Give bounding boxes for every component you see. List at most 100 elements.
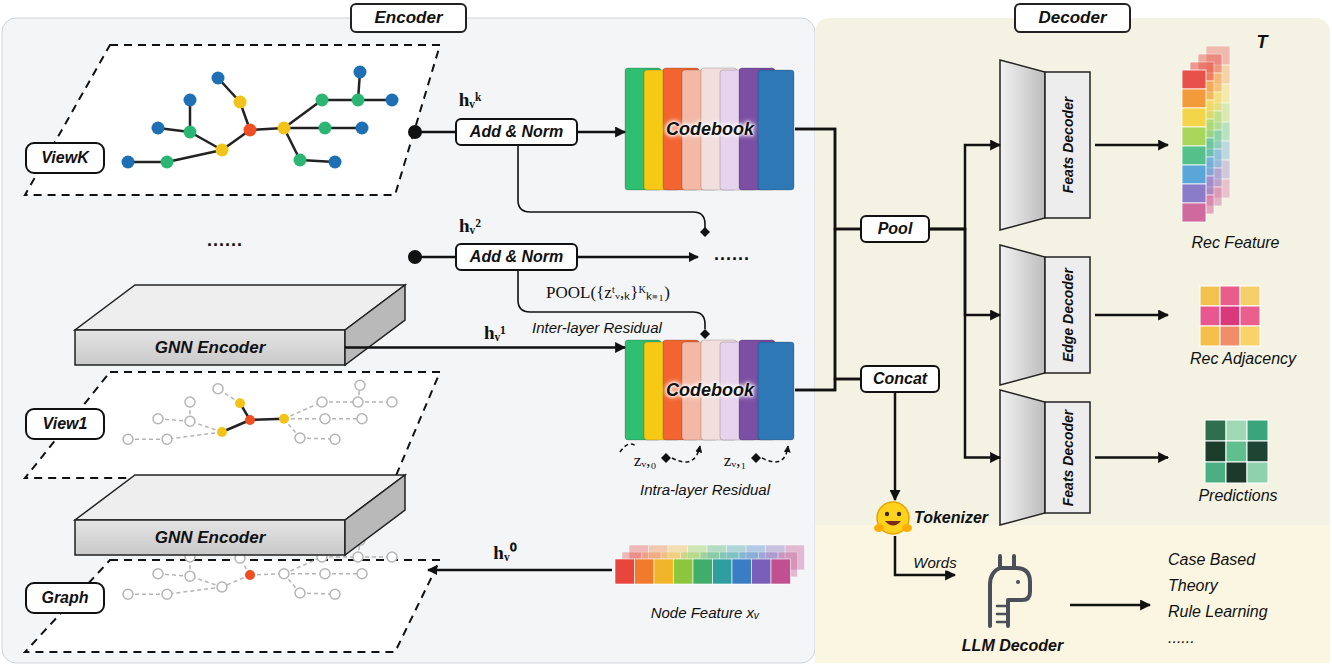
graph-edge [250, 419, 284, 420]
output-figure: Rec Adjacency [1168, 280, 1318, 368]
graph-node [245, 570, 255, 580]
view-name: ViewK [41, 149, 88, 167]
feature-cell [1182, 184, 1206, 203]
feature-cell [713, 559, 733, 584]
graph-node [184, 94, 197, 107]
adjacency-cell [1200, 306, 1220, 326]
prediction-cell [1205, 441, 1226, 462]
feature-cell [1182, 146, 1206, 165]
process-box: Add & Norm [455, 243, 578, 271]
decoder-label: Feats Decoder [1060, 97, 1076, 193]
connector [1095, 456, 1168, 459]
feature-cell [1182, 108, 1206, 127]
graph-node [352, 94, 365, 107]
graph-edge [284, 573, 325, 575]
decoder-face [1045, 257, 1090, 373]
intra-residual [620, 444, 636, 452]
graph-node [330, 434, 340, 444]
graph-node [353, 397, 363, 407]
codebook: Codebook [625, 68, 795, 190]
graph-node [235, 398, 245, 408]
gnn-encoder: GNN Encoder [75, 330, 345, 365]
graph-node [387, 552, 397, 562]
graph-node [152, 122, 165, 135]
task-item: ...... [1168, 625, 1195, 651]
graph-node [317, 397, 327, 407]
graph-node [212, 72, 225, 85]
feature-cell [693, 559, 713, 584]
feature-cell [732, 559, 752, 584]
graph-node [320, 414, 330, 424]
llama-eye [1016, 580, 1020, 584]
graph-node [217, 427, 227, 437]
decoder-shapes [1000, 60, 1090, 525]
feature-cell [635, 559, 655, 584]
graph-node [357, 414, 367, 424]
wire [420, 131, 455, 134]
connector [1095, 314, 1168, 317]
llama-stripes [997, 606, 1006, 622]
output-figure: Predictions [1168, 415, 1308, 505]
graph-node [320, 569, 330, 579]
graph-node [153, 414, 163, 424]
connector [1070, 604, 1150, 607]
feature-cell [615, 559, 635, 584]
graph-node [295, 588, 305, 598]
llm-decoder: LLM Decoder [955, 555, 1070, 655]
graph-node [162, 589, 172, 599]
adjacency-cell [1240, 306, 1260, 326]
encoder-label: GNN Encoder [155, 528, 266, 548]
graph-node [244, 124, 257, 137]
diamonds [661, 227, 761, 463]
prediction-cell [1226, 441, 1247, 462]
graph-node [213, 384, 223, 394]
diagram-label: hᵥᵏ [459, 89, 482, 111]
llama-icon [990, 556, 1030, 626]
prediction-cell [1205, 462, 1226, 483]
graph-node [319, 122, 332, 135]
connector [930, 229, 1000, 458]
diagram-label: hᵥ² [459, 215, 481, 237]
connector [930, 145, 1000, 229]
graph-edge [167, 432, 222, 439]
connector [1095, 144, 1168, 147]
llm-panel-ground [815, 525, 1330, 663]
codebook: Codebook [625, 340, 795, 440]
adjacency-cell [1240, 286, 1260, 306]
tokenizer: Tokenizer [872, 500, 1000, 536]
diagram-label: POOL({zᵗᵥ,ₖ}ᴷₖ₌₁) [546, 280, 670, 303]
output-grids [1182, 46, 1268, 483]
graph-node [357, 569, 367, 579]
feature-cell [752, 559, 772, 584]
codebook-card [758, 342, 794, 440]
graph-node [356, 122, 369, 135]
graph-node [316, 94, 329, 107]
gnn-encoder: GNN Encoder [75, 520, 345, 555]
graph-node [162, 434, 172, 444]
view1-graph [123, 380, 397, 444]
hand [902, 524, 912, 532]
decoder-body [1000, 245, 1045, 385]
output-caption: Predictions [1198, 487, 1277, 505]
decoder-face [1045, 402, 1090, 513]
adjacency-cell [1200, 286, 1220, 306]
decoder-body [1000, 390, 1045, 525]
adjacency-cell [1240, 326, 1260, 346]
view-tag: View1 [25, 408, 105, 440]
slab-side [345, 475, 405, 555]
graph-edge [284, 100, 322, 128]
adjacency-cell [1220, 306, 1240, 326]
diagram-label: Inter-layer Residual [532, 319, 662, 336]
box-label: Add & Norm [470, 248, 563, 266]
input-dot [408, 250, 422, 264]
feature-cell [1182, 165, 1206, 184]
graph-node [294, 154, 307, 167]
output-caption: Rec Adjacency [1190, 350, 1296, 368]
feature-cell [1182, 127, 1206, 146]
output-caption: Rec Feature [1191, 234, 1279, 252]
node-feature-bar [615, 545, 805, 584]
codebook-label: Codebook [666, 380, 754, 401]
gnn-slab-lower [75, 475, 405, 555]
